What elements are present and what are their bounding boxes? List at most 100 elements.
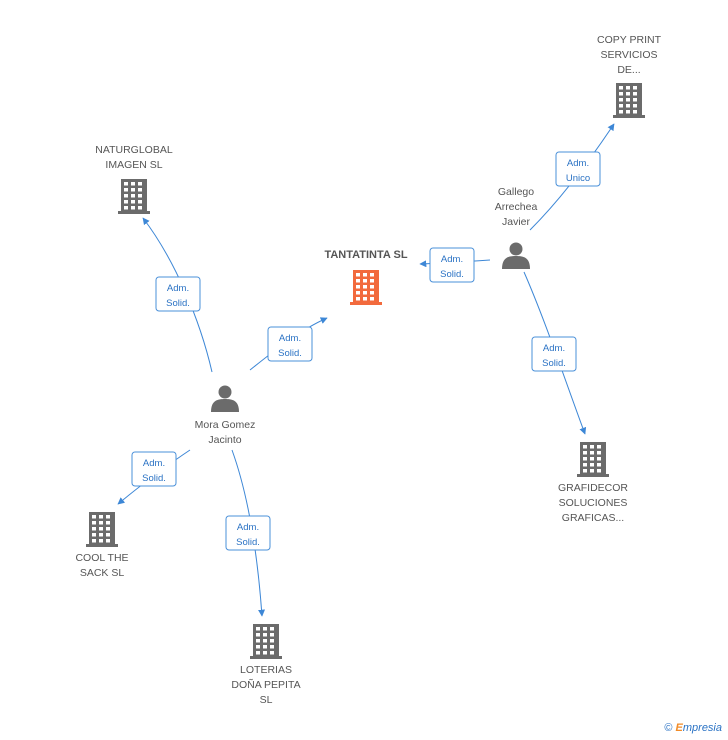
relation-label-box[interactable]: Adm.Solid. xyxy=(531,336,577,372)
building-window xyxy=(619,92,623,96)
relation-label-frame xyxy=(429,247,475,283)
building-window xyxy=(263,627,267,631)
relation-mora-coolthesack: Adm. Solid. xyxy=(117,449,191,505)
person-body xyxy=(502,256,530,269)
building-window xyxy=(263,633,267,637)
relation-gallego-copyprint: Adm.Unico xyxy=(529,123,615,231)
node-label: GRAFIDECOR xyxy=(558,482,628,494)
building-window xyxy=(256,633,260,637)
node-label: LOTERIAS xyxy=(240,664,292,676)
building-window xyxy=(92,521,96,525)
node-label: Arrechea xyxy=(495,201,538,213)
relation-label-box[interactable]: Adm. Solid. xyxy=(155,276,201,312)
building-window xyxy=(270,651,274,655)
node-label: NATURGLOBAL xyxy=(95,144,173,156)
relation-label-text: Adm. xyxy=(441,254,463,265)
building-icon xyxy=(118,179,150,214)
building-window xyxy=(263,651,267,655)
building-window xyxy=(92,539,96,543)
building-window xyxy=(356,279,360,283)
node-label: Javier xyxy=(502,216,531,228)
node-label: DOÑA PEPITA xyxy=(231,678,300,691)
building-window xyxy=(363,273,367,277)
node-label: SERVICIOS xyxy=(601,49,658,61)
building-window xyxy=(583,469,587,473)
building-icon xyxy=(250,624,282,659)
building-window xyxy=(131,182,135,186)
building-window xyxy=(106,527,110,531)
relation-label-box[interactable]: Adm.Unico xyxy=(555,151,601,187)
copyright-symbol: © xyxy=(664,722,673,734)
relation-label-text: Solid. xyxy=(542,358,566,369)
building-window xyxy=(138,206,142,210)
relation-label-text: Adm. xyxy=(167,283,189,294)
building-window xyxy=(370,291,374,295)
building-window xyxy=(370,279,374,283)
building-window xyxy=(633,98,637,102)
building-window xyxy=(619,104,623,108)
building-window xyxy=(590,451,594,455)
node-label: SOLUCIONES xyxy=(559,497,628,509)
building-window xyxy=(597,451,601,455)
node-label: DE... xyxy=(617,64,640,76)
company-node-grafidecor[interactable]: GRAFIDECORSOLUCIONESGRAFICAS... xyxy=(558,442,628,524)
building-window xyxy=(99,539,103,543)
building-icon xyxy=(86,512,118,547)
relation-label-text: Adm. xyxy=(279,333,301,344)
building-window xyxy=(633,86,637,90)
relation-label-text: Solid. xyxy=(278,348,302,359)
building-window xyxy=(363,285,367,289)
relation-label-box[interactable]: Adm. Solid. xyxy=(267,326,313,362)
brand-initial: E xyxy=(675,722,683,734)
relation-label-frame xyxy=(531,336,577,372)
node-label: COOL THE xyxy=(75,552,128,564)
person-icon xyxy=(211,385,239,412)
company-node-tantatinta[interactable]: TANTATINTA SL xyxy=(324,249,408,305)
building-base xyxy=(86,544,118,547)
empresia-brand[interactable]: ©Empresia xyxy=(664,722,722,734)
relation-label-box[interactable]: Adm.Solid. xyxy=(429,247,475,283)
relation-label-text: Adm. xyxy=(237,522,259,533)
company-node-copyprint[interactable]: COPY PRINTSERVICIOSDE... xyxy=(597,34,662,118)
building-icon xyxy=(613,83,645,118)
building-window xyxy=(99,515,103,519)
building-window xyxy=(106,533,110,537)
building-window xyxy=(138,188,142,192)
building-window xyxy=(597,457,601,461)
building-window xyxy=(583,463,587,467)
building-window xyxy=(138,194,142,198)
relation-mora-tantatinta: Adm. Solid. xyxy=(249,317,328,371)
building-window xyxy=(626,104,630,108)
relation-mora-loterias: Adm.Solid. xyxy=(225,449,271,617)
building-window xyxy=(633,110,637,114)
node-label: SACK SL xyxy=(80,567,125,579)
building-window xyxy=(626,86,630,90)
building-window xyxy=(131,200,135,204)
relation-label-text: Adm. xyxy=(143,458,165,469)
node-label: Gallego xyxy=(498,186,534,198)
relation-label-box[interactable]: Adm. Solid. xyxy=(131,451,177,487)
relation-label-text: Solid. xyxy=(166,298,190,309)
building-window xyxy=(590,457,594,461)
relation-label-text: Solid. xyxy=(142,473,166,484)
building-window xyxy=(138,182,142,186)
edges-layer: Adm. Solid. Adm. Solid. Adm. Solid. Adm. Solid.… xyxy=(117,123,615,617)
building-window xyxy=(590,445,594,449)
relation-label-frame xyxy=(225,515,271,551)
person-icon xyxy=(502,242,530,269)
building-base xyxy=(250,656,282,659)
building-window xyxy=(92,515,96,519)
relation-label-box[interactable]: Adm.Solid. xyxy=(225,515,271,551)
building-window xyxy=(626,92,630,96)
building-window xyxy=(106,515,110,519)
building-window xyxy=(626,98,630,102)
company-node-coolthesack[interactable]: COOL THE SACK SL xyxy=(75,512,129,579)
building-window xyxy=(626,110,630,114)
building-window xyxy=(106,521,110,525)
